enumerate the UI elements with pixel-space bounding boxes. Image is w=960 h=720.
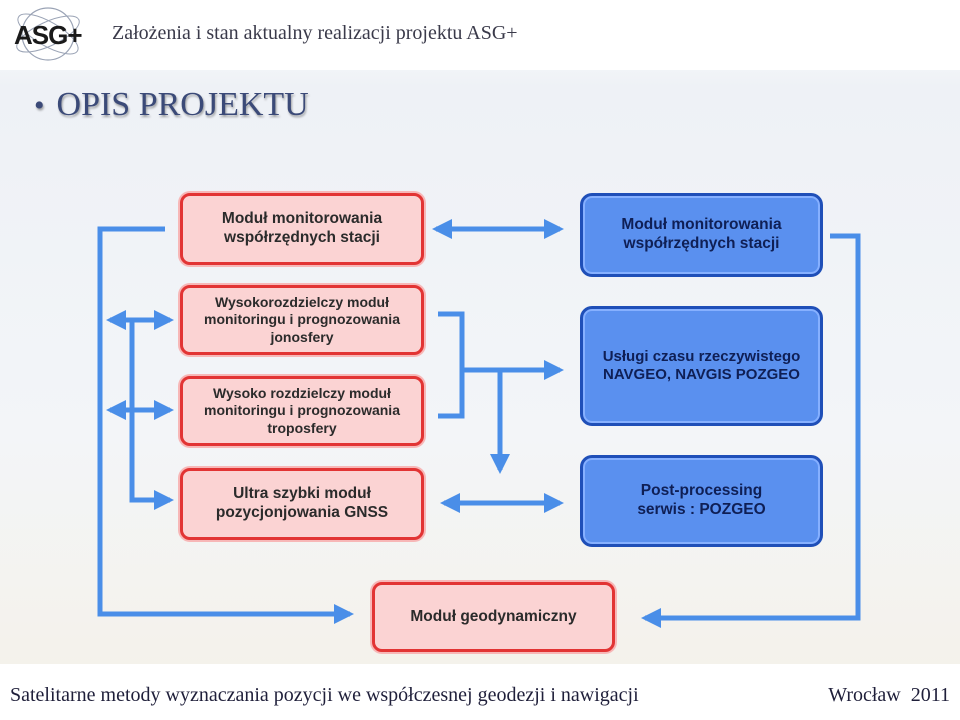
- left-box-gnss-label: Ultra szybki moduł pozycjonjowania GNSS: [215, 485, 389, 521]
- right-box-realtime: Usługi czasu rzeczywistego NAVGEO, NAVGI…: [580, 306, 823, 426]
- bullet-point: •: [34, 89, 45, 122]
- right-box-monitoring-label: Moduł monitorowania współrzędnych stacji: [621, 216, 782, 252]
- left-box-troposphere: Wysoko rozdzielczy moduł monitoringu i p…: [180, 376, 424, 446]
- right-box-realtime-label: Usługi czasu rzeczywistego NAVGEO, NAVGI…: [602, 347, 801, 383]
- header-bar: ASG+ Założenia i stan aktualny realizacj…: [0, 0, 960, 70]
- logo-text: ASG+: [14, 20, 83, 50]
- left-box-ionosphere-label: Wysokorozdzielczy moduł monitoringu i pr…: [204, 294, 400, 345]
- left-box-gnss: Ultra szybki moduł pozycjonjowania GNSS: [180, 468, 424, 540]
- left-box-monitoring-label: Moduł monitorowania współrzędnych stacji: [221, 210, 383, 246]
- asg-logo: [16, 7, 80, 61]
- footer-bar: [0, 664, 960, 720]
- left-box-monitoring: Moduł monitorowania współrzędnych stacji: [180, 193, 424, 265]
- left-box-troposphere-label: Wysoko rozdzielczy moduł monitoringu i p…: [204, 385, 400, 436]
- bottom-box-geodynamic: Moduł geodynamiczny: [372, 582, 615, 652]
- heading-text: OPIS PROJEKTU: [56, 86, 309, 123]
- arrow-left-loop: [97, 226, 354, 624]
- footer-subject: Satelitarne metody wyznaczania pozycji w…: [10, 684, 639, 706]
- bracket-iono-tropo: [438, 311, 465, 419]
- left-box-ionosphere: Wysokorozdzielczy moduł monitoringu i pr…: [180, 285, 424, 355]
- right-box-postprocessing-label: Post-processing serwis : POZGEO: [637, 482, 766, 518]
- slide-heading: • OPIS PROJEKTU: [34, 86, 309, 124]
- arrow-right-loop: [641, 233, 861, 628]
- arrow-left-inner: [129, 320, 174, 510]
- right-box-postprocessing: Post-processing serwis : POZGEO: [580, 455, 823, 547]
- bottom-box-geodynamic-label: Moduł geodynamiczny: [410, 607, 577, 625]
- footer-place-year: Wrocław 2011: [828, 684, 950, 706]
- header-title: Założenia i stan aktualny realizacji pro…: [112, 22, 518, 44]
- right-box-monitoring: Moduł monitorowania współrzędnych stacji: [580, 193, 823, 277]
